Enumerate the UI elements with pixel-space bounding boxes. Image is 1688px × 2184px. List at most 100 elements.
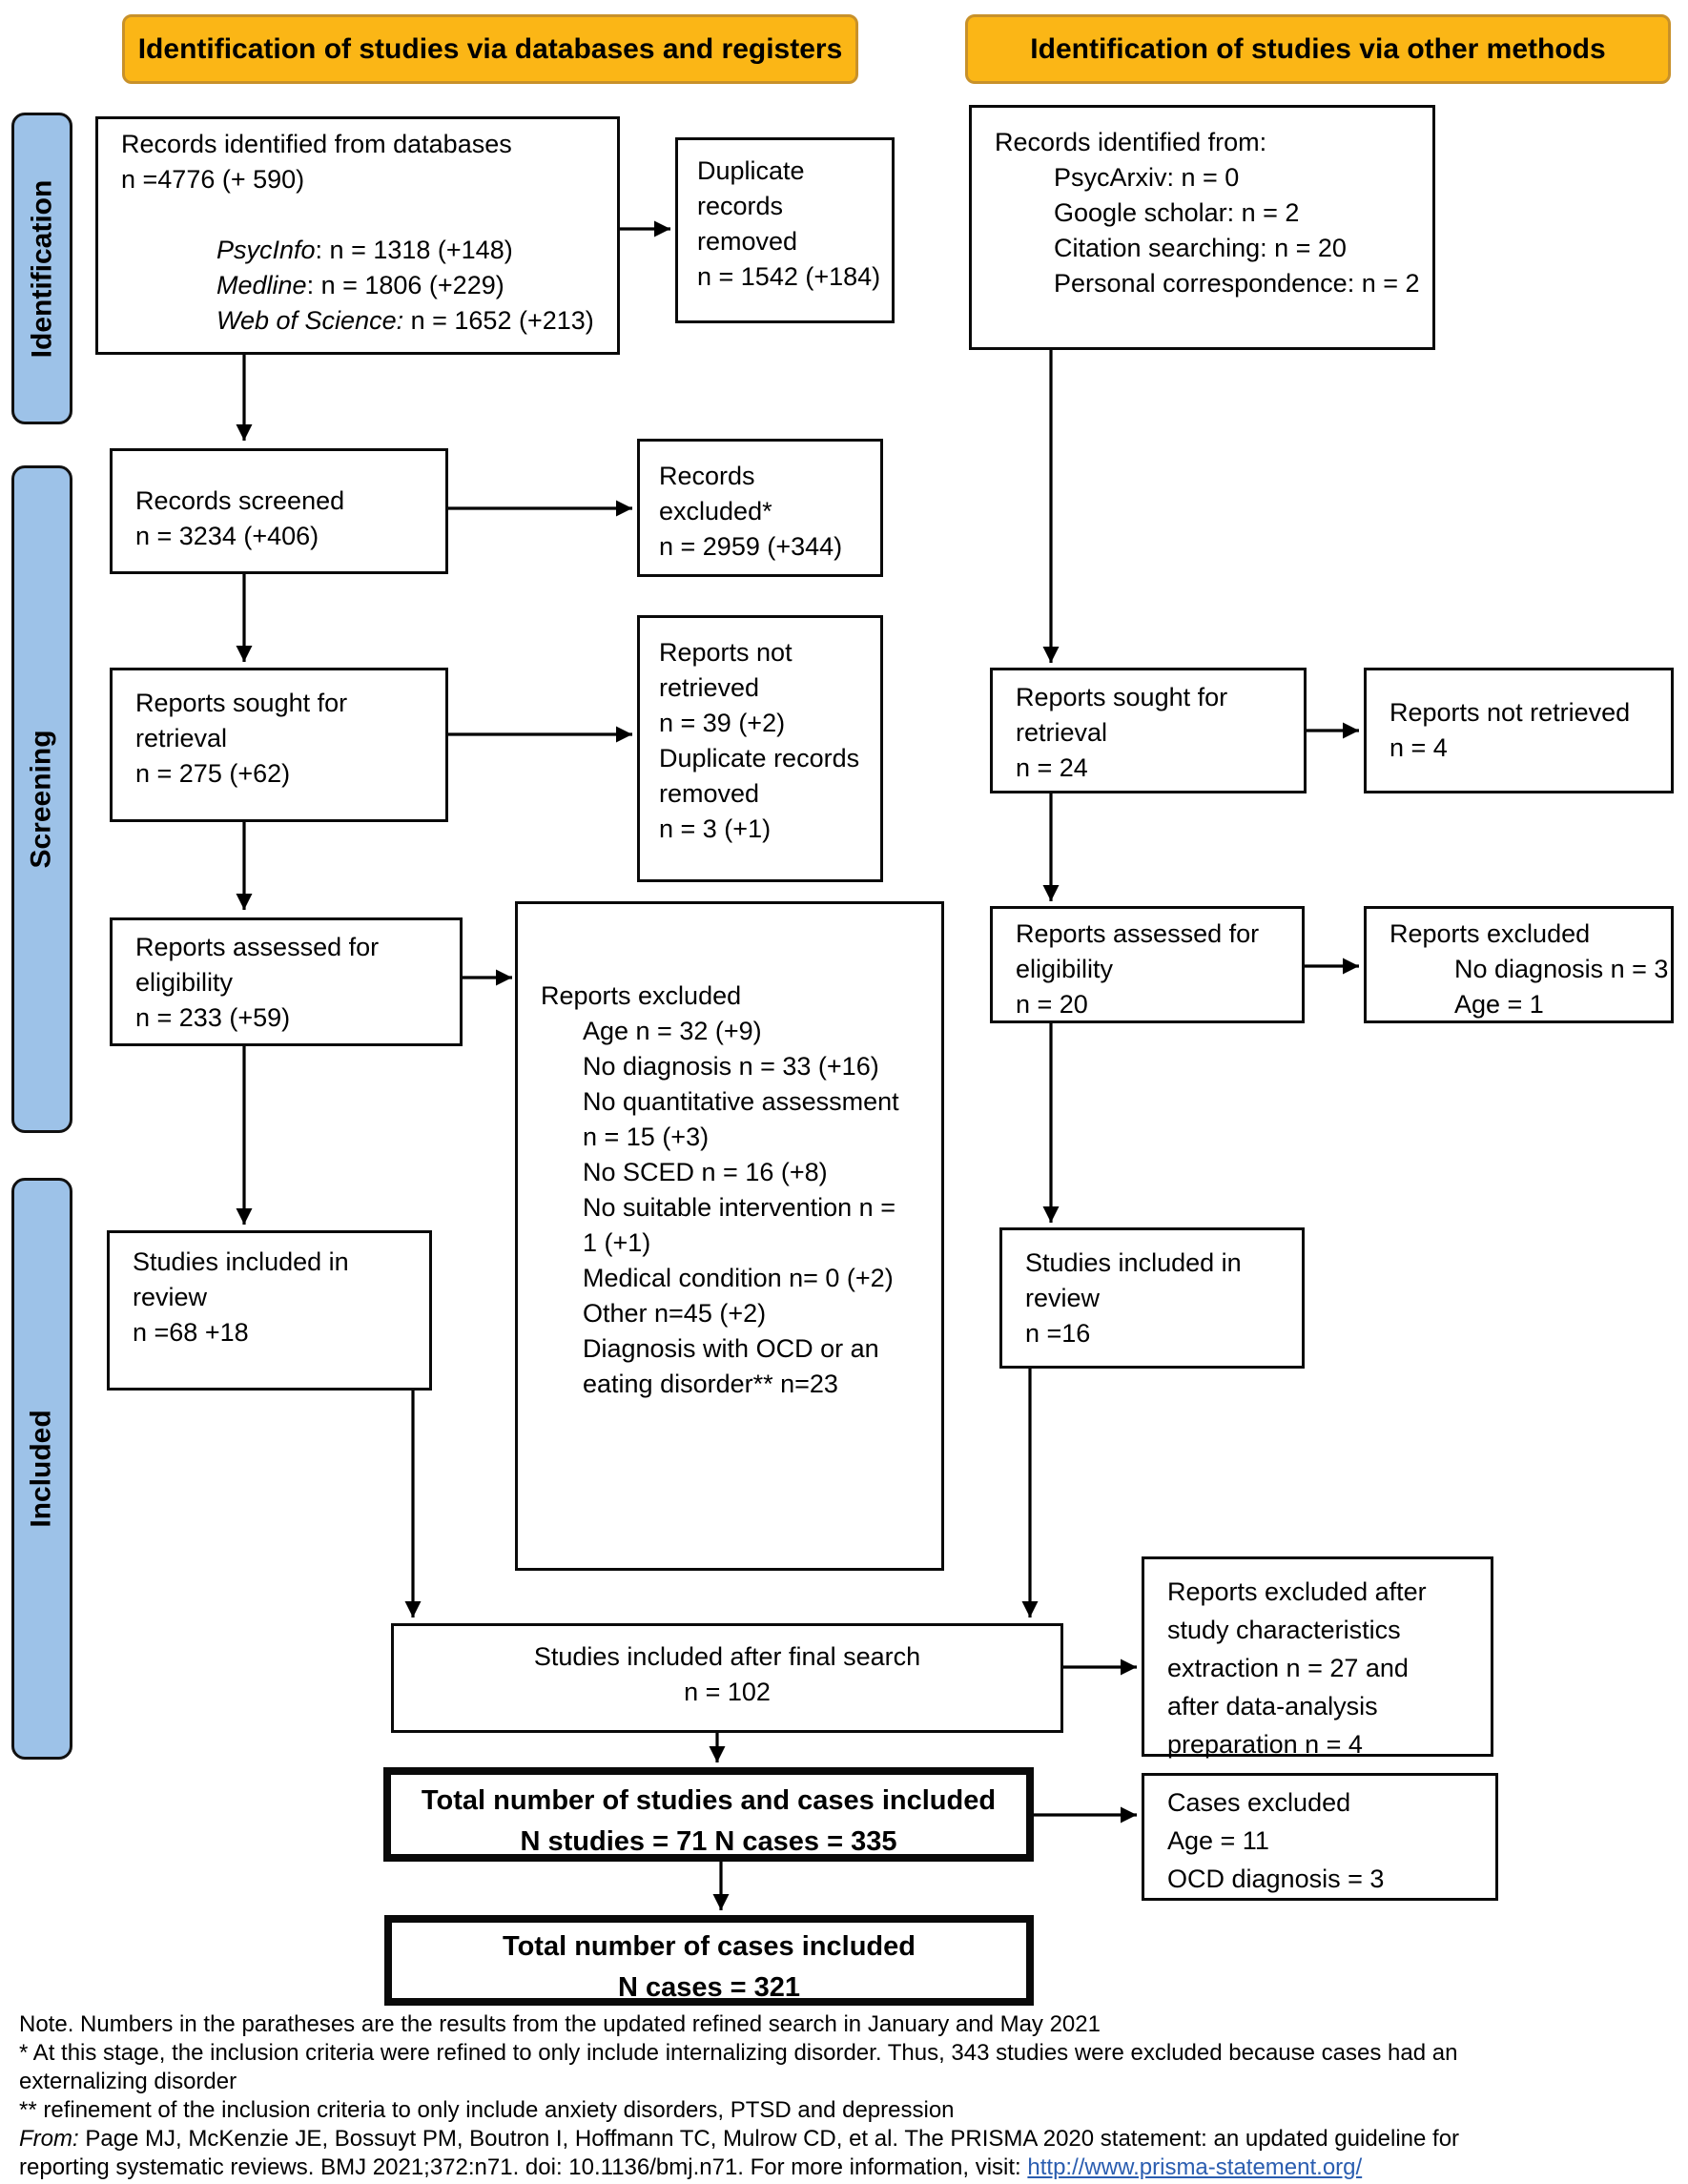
box-reports-excluded-detail: Reports excluded Age n = 32 (+9) No diag… — [515, 901, 944, 1571]
source-line: Citation searching: n = 20 — [1054, 234, 1347, 262]
excluded-reason: Other n=45 (+2) — [583, 1299, 767, 1328]
box-line: n =16 — [1025, 1319, 1091, 1348]
excluded-reason: No quantitative assessment — [583, 1087, 899, 1116]
header-databases-registers-label: Identification of studies via databases … — [137, 32, 843, 65]
excluded-reason: No suitable intervention n = — [583, 1193, 895, 1222]
box-studies-included-db: Studies included in review n =68 +18 — [107, 1230, 432, 1391]
box-line: Age = 11 — [1167, 1826, 1269, 1855]
box-line: Reports not — [659, 638, 793, 667]
box-line: Reports assessed for — [1016, 919, 1260, 948]
box-line: Records — [659, 462, 755, 490]
box-total-studies-and-cases: Total number of studies and cases includ… — [383, 1767, 1034, 1862]
box-line: n = 39 (+2) — [659, 709, 786, 737]
box-line: Duplicate — [697, 156, 805, 185]
stage-label-screening: Screening — [11, 465, 72, 1133]
box-reports-sought-other: Reports sought for retrieval n = 24 — [990, 668, 1307, 793]
source-line: PsycInfo: n = 1318 (+148) — [98, 233, 617, 268]
box-line: Duplicate records — [659, 744, 860, 773]
box-records-identified-databases: Records identified from databases n =477… — [95, 116, 620, 355]
box-reports-sought-db: Reports sought for retrieval n = 275 (+6… — [110, 668, 448, 822]
box-line: preparation n = 4 — [1167, 1730, 1363, 1759]
box-line: after data-analysis — [1167, 1692, 1378, 1720]
box-line: study characteristics — [1167, 1616, 1401, 1644]
citation-text-2: reporting systematic reviews. BMJ 2021;3… — [19, 2154, 1028, 2180]
box-reports-not-retrieved-other: Reports not retrieved n = 4 — [1364, 668, 1674, 793]
box-line: retrieved — [659, 673, 760, 702]
box-line: Total number of cases included — [503, 1931, 916, 1962]
source-line: Personal correspondence: n = 2 — [1054, 269, 1420, 298]
note-citation-line2: reporting systematic reviews. BMJ 2021;3… — [19, 2153, 1675, 2182]
box-line: Total number of studies and cases includ… — [421, 1785, 997, 1816]
box-line: Records screened — [135, 486, 345, 515]
box-line: n = 3 (+1) — [659, 814, 772, 843]
box-line: n = 275 (+62) — [135, 759, 291, 788]
box-line: Reports sought for — [1016, 683, 1228, 711]
box-line: OCD diagnosis = 3 — [1167, 1865, 1385, 1893]
box-studies-included-other: Studies included in review n =16 — [999, 1227, 1305, 1369]
box-line: review — [133, 1283, 208, 1311]
excluded-reason: No SCED n = 16 (+8) — [583, 1158, 828, 1186]
box-line: n =68 +18 — [133, 1318, 249, 1347]
note-asterisk-line2: externalizing disorder — [19, 2069, 237, 2094]
box-records-screened: Records screened n = 3234 (+406) — [110, 448, 448, 574]
box-reports-assessed-other: Reports assessed for eligibility n = 20 — [990, 906, 1305, 1023]
box-studies-included-final-search: Studies included after final search n = … — [391, 1623, 1063, 1733]
source-value: : n = 1806 (+229) — [306, 271, 504, 299]
stage-included-text: Included — [26, 1410, 57, 1528]
stage-label-included: Included — [11, 1178, 72, 1760]
box-line: removed — [697, 227, 798, 256]
box-line: excluded* — [659, 497, 772, 525]
excluded-reason: No diagnosis n = 33 (+16) — [583, 1052, 879, 1081]
box-line: Studies included after final search — [533, 1642, 921, 1671]
note-double-asterisk: ** refinement of the inclusion criteria … — [19, 2097, 955, 2123]
box-line: Studies included in — [133, 1247, 349, 1276]
box-line: Reports assessed for — [135, 933, 380, 961]
excluded-reason: Diagnosis with OCD or an — [583, 1334, 879, 1363]
box-line: eligibility — [1016, 955, 1114, 983]
box-line: Reports sought for — [135, 689, 348, 717]
excluded-reason: Age n = 32 (+9) — [583, 1017, 762, 1045]
box-cases-excluded: Cases excluded Age = 11 OCD diagnosis = … — [1142, 1773, 1498, 1901]
source-line: PsycArxiv: n = 0 — [1054, 163, 1240, 192]
blank-line — [98, 197, 617, 233]
box-line: Records identified from databases — [121, 130, 512, 158]
excluded-reason: Medical condition n= 0 (+2) — [583, 1264, 894, 1292]
source-name: Medline — [216, 271, 307, 299]
box-line: n = 3234 (+406) — [135, 522, 319, 550]
stage-identification-text: Identification — [26, 179, 58, 358]
box-line: records — [697, 192, 784, 220]
source-line: Medline: n = 1806 (+229) — [98, 268, 617, 303]
box-line: review — [1025, 1284, 1101, 1312]
box-line: n = 102 — [684, 1678, 771, 1706]
header-databases-registers: Identification of studies via databases … — [122, 14, 858, 84]
box-reports-excluded-after-extraction: Reports excluded after study characteris… — [1142, 1556, 1493, 1759]
note-updated-search: Note. Numbers in the paratheses are the … — [19, 2011, 1101, 2037]
note-asterisk-line1: * At this stage, the inclusion criteria … — [19, 2040, 1458, 2066]
source-line: Web of Science: n = 1652 (+213) — [98, 303, 617, 339]
box-title: Reports excluded — [1390, 919, 1591, 948]
box-line: removed — [659, 779, 760, 808]
source-value: : n = 1318 (+148) — [315, 236, 513, 264]
box-line: eligibility — [135, 968, 234, 997]
stage-screening-text: Screening — [26, 730, 57, 869]
box-line: extraction n = 27 and — [1167, 1654, 1409, 1682]
excluded-reason: Age = 1 — [1454, 990, 1544, 1019]
prisma-statement-link[interactable]: http://www.prisma-statement.org/ — [1027, 2154, 1363, 2180]
box-line: Reports not retrieved — [1390, 698, 1631, 727]
box-line: n = 2959 (+344) — [659, 532, 843, 561]
box-total-cases-included: Total number of cases included N cases =… — [384, 1915, 1034, 2006]
box-line: n = 1542 (+184) — [697, 262, 881, 291]
box-line: retrieval — [1016, 718, 1108, 747]
box-line: retrieval — [135, 724, 228, 752]
box-line: n = 20 — [1016, 990, 1088, 1019]
header-other-methods-label: Identification of studies via other meth… — [1030, 32, 1606, 65]
note-citation-line1: From: Page MJ, McKenzie JE, Bossuyt PM, … — [19, 2125, 1675, 2153]
citation-text-1: Page MJ, McKenzie JE, Bossuyt PM, Boutro… — [78, 2126, 1460, 2152]
box-reports-not-retrieved-db: Reports not retrieved n = 39 (+2) Duplic… — [637, 615, 883, 882]
stage-label-identification: Identification — [11, 113, 72, 424]
source-line: Google scholar: n = 2 — [1054, 198, 1300, 227]
box-line: n = 4 — [1390, 733, 1448, 762]
box-line: N studies = 71 N cases = 335 — [520, 1826, 897, 1857]
